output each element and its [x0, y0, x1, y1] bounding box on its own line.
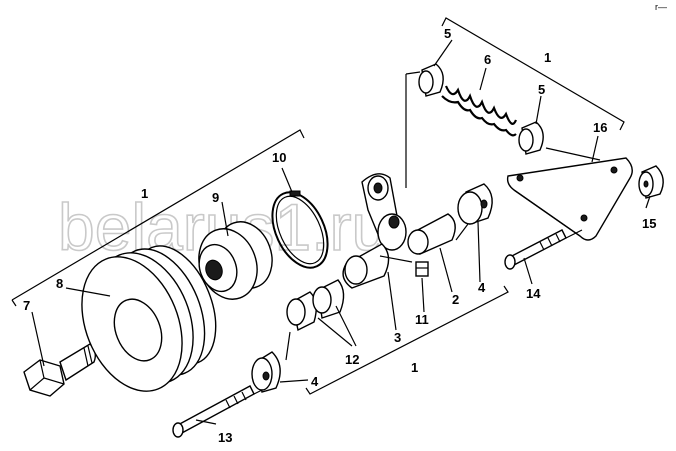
part-2-pin [407, 213, 456, 255]
part-10-snap-ring [271, 190, 329, 269]
part-5-spring-cap-upper [418, 63, 444, 97]
callout-2: 2 [452, 292, 459, 307]
assembly-axis-lines [253, 71, 601, 395]
callout-5-upper: 5 [444, 26, 451, 41]
callout-1-bottom: 1 [411, 360, 418, 375]
part-12-bushings [286, 279, 345, 332]
bracket-group-left [11, 129, 305, 307]
part-15-cap [638, 165, 664, 199]
callout-12: 12 [345, 352, 359, 367]
callout-4-upper: 4 [478, 280, 486, 295]
callout-4-lower: 4 [311, 374, 319, 389]
part-11-grease-nipple [415, 261, 429, 277]
callout-3: 3 [394, 330, 401, 345]
part-3-tensioner-arm [342, 173, 407, 289]
callout-11: 11 [415, 312, 429, 327]
callout-13: 13 [218, 430, 232, 445]
part-8-pulley [81, 245, 217, 392]
callout-1-top-right: 1 [544, 50, 551, 65]
callout-labels: 1 1 1 2 3 4 4 5 5 6 7 8 9 10 11 12 13 14… [23, 26, 656, 445]
part-13-bolt [172, 385, 255, 438]
part-16-bracket-plate [506, 157, 633, 241]
part-7-bolt [23, 343, 97, 397]
callout-10: 10 [272, 150, 286, 165]
callout-6: 6 [484, 52, 491, 67]
part-5-spring-cap-lower [518, 121, 544, 155]
callout-7: 7 [23, 298, 30, 313]
corner-mark: r— [655, 2, 667, 12]
leader-lines [31, 39, 651, 425]
callout-5-lower: 5 [538, 82, 545, 97]
callout-14: 14 [526, 286, 541, 301]
part-14-bolt [504, 229, 567, 270]
callout-16: 16 [593, 120, 607, 135]
callout-9: 9 [212, 190, 219, 205]
callout-15: 15 [642, 216, 656, 231]
part-4-spacer-upper [457, 183, 493, 225]
callout-8: 8 [56, 276, 63, 291]
bracket-group-bottom [305, 285, 509, 395]
callout-1-left: 1 [141, 186, 148, 201]
part-9-bearing [198, 221, 273, 300]
part-6-spring [441, 85, 518, 137]
part-4-spacer-lower [251, 351, 281, 393]
bracket-group-top-right [441, 17, 625, 131]
